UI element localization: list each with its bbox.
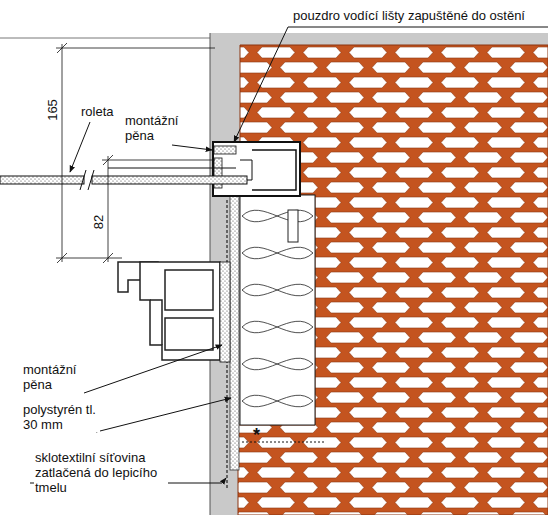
wool-stroke xyxy=(242,321,313,333)
part-label: montážní pěna xyxy=(22,362,86,392)
callout-text: pouzdro vodící lišty zapuštěné do ostění xyxy=(292,8,526,23)
wool-stroke xyxy=(242,210,313,222)
part-label: montážní pěna xyxy=(124,113,184,143)
wool-stroke xyxy=(242,247,313,259)
brick-wall xyxy=(238,45,548,515)
leader-lines xyxy=(30,27,548,483)
dimension-text: 165 xyxy=(45,98,60,122)
dimension-lines xyxy=(56,43,215,263)
dimension-text: 82 xyxy=(91,214,106,230)
roller-shutter xyxy=(0,168,247,190)
wool-stroke xyxy=(242,358,313,370)
wool-stroke xyxy=(242,395,313,407)
part-label: polystyrén tl. 30 mm xyxy=(22,402,100,432)
insulation xyxy=(240,195,315,425)
wool-stroke xyxy=(242,247,313,259)
foam xyxy=(214,146,236,154)
wool-stroke xyxy=(242,395,313,407)
plaster-top xyxy=(210,33,548,45)
part-label: roleta xyxy=(80,104,115,119)
wool-stroke xyxy=(242,358,313,370)
wool-stroke xyxy=(242,321,313,333)
note-mark: * xyxy=(252,428,261,443)
wool-stroke xyxy=(242,210,313,222)
part-label: sklotextilní síťovina zatlačená do lepic… xyxy=(34,450,168,495)
polystyrene-strip xyxy=(230,195,239,470)
wool-stroke xyxy=(242,284,313,296)
window-frame xyxy=(118,262,220,360)
guide-rail-housing xyxy=(213,142,300,196)
wool-stroke xyxy=(242,284,313,296)
